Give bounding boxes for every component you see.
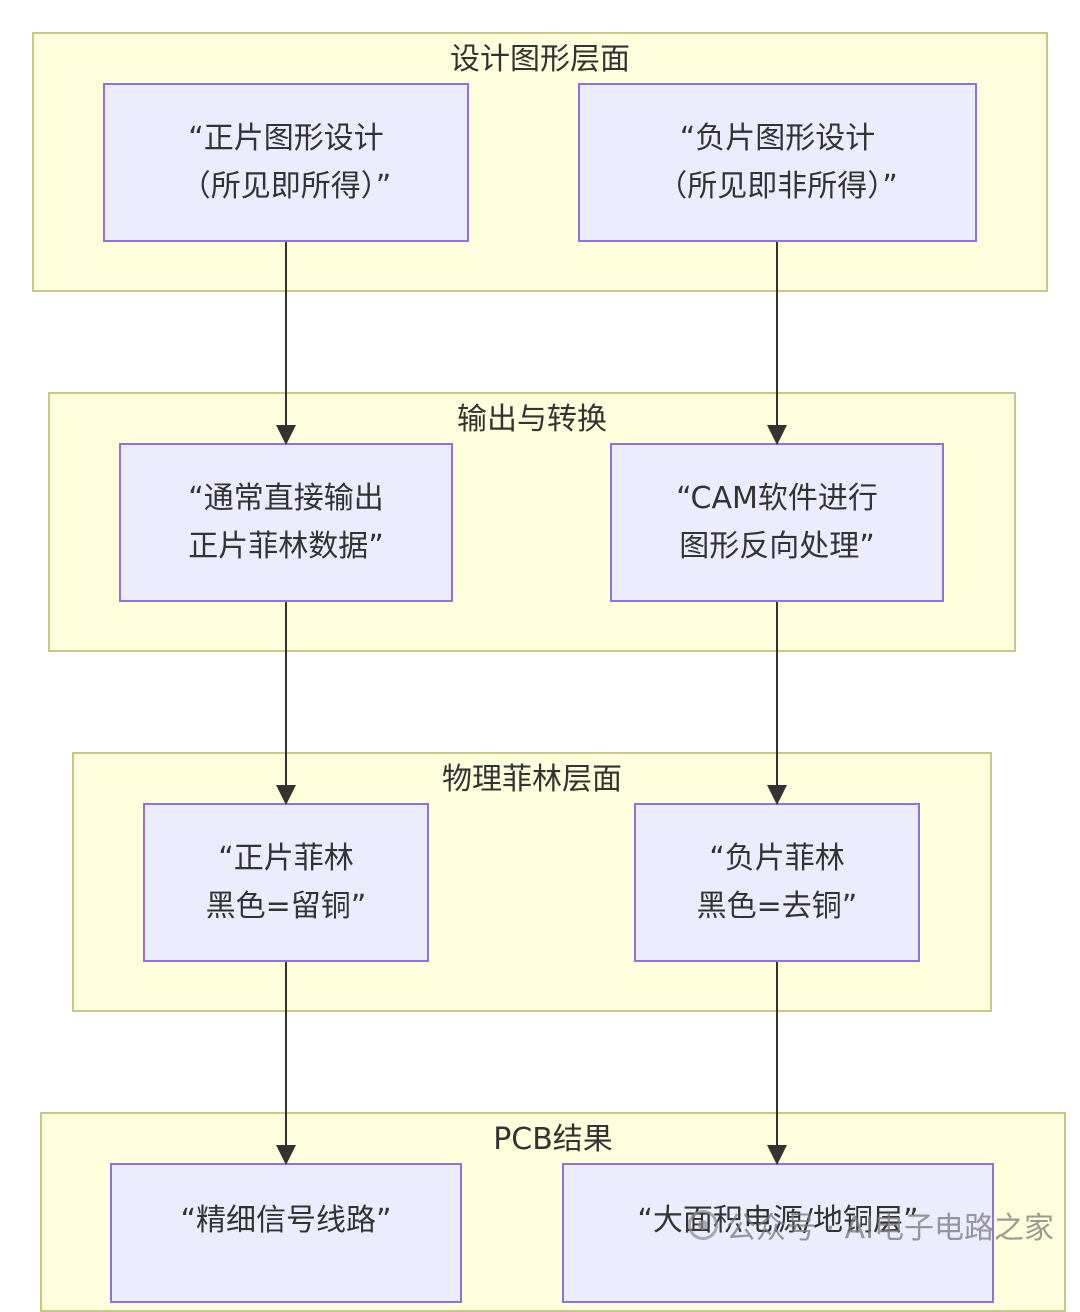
cluster-title-pcb: PCB结果 [493, 1122, 613, 1157]
node-fine-signal: “精细信号线路” [110, 1163, 462, 1303]
watermark: 公众号 · AI电子电路之家 [688, 1200, 1054, 1250]
cluster-title-film: 物理菲林层面 [442, 762, 622, 797]
cluster-title-design: 设计图形层面 [450, 42, 630, 77]
node-positive-design: “正片图形设计 （所见即所得）” [103, 83, 469, 242]
wechat-official-account-icon [688, 1210, 718, 1240]
node-cam-reverse: “CAM软件进行 图形反向处理” [610, 443, 944, 602]
cluster-title-output: 输出与转换 [457, 402, 607, 437]
watermark-text: 公众号 · AI电子电路之家 [726, 1211, 1054, 1246]
node-negative-design: “负片图形设计 （所见即非所得）” [578, 83, 977, 242]
node-negative-film: “负片菲林 黑色=去铜” [634, 803, 920, 962]
node-positive-film: “正片菲林 黑色=留铜” [143, 803, 429, 962]
node-direct-output: “通常直接输出 正片菲林数据” [119, 443, 453, 602]
